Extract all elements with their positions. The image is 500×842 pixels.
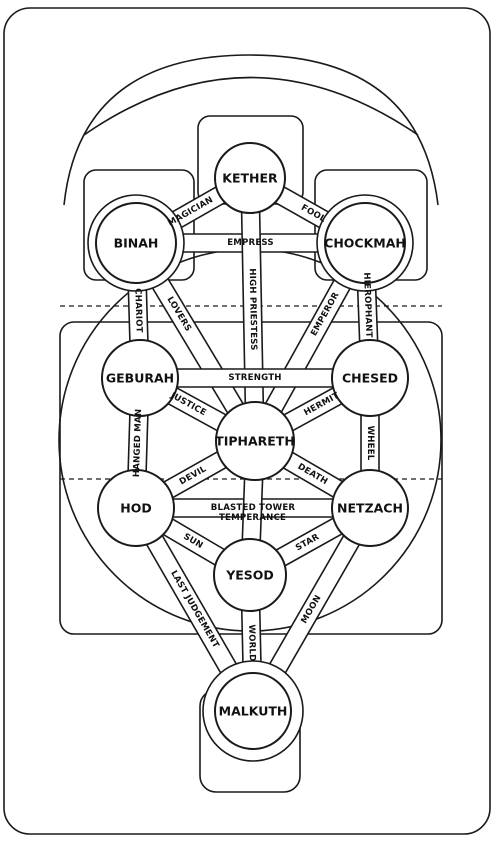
sephira-label-hod: HOD	[120, 501, 151, 516]
sephira-circle-chockmah	[324, 202, 406, 284]
sephira-circle-binah	[95, 202, 177, 284]
outer-arc	[83, 76, 419, 136]
sephira-malkuth: MALKUTH	[202, 660, 304, 762]
sephira-circle-geburah	[101, 339, 179, 417]
inner-arc	[63, 54, 439, 206]
sephira-label-kether: KETHER	[222, 171, 278, 186]
path-label-hanged-man: HANGED MAN	[132, 409, 144, 478]
path-label-strength: STRENGTH	[228, 373, 281, 383]
path-label-world: WORLD	[246, 624, 257, 661]
sephira-circle-tiphareth	[215, 401, 295, 481]
path-label-wheel: WHEEL	[365, 426, 375, 461]
sephira-circle-kether	[214, 142, 286, 214]
sephira-geburah: GEBURAH	[101, 339, 179, 417]
path-label-hierophant: HIEROPHANT	[361, 272, 373, 338]
sephira-label-yesod: YESOD	[225, 568, 274, 583]
sephira-circle-malkuth	[214, 672, 292, 750]
sephira-label-malkuth: MALKUTH	[219, 704, 288, 719]
sephira-label-tiphareth: TIPHARETH	[215, 434, 295, 449]
sephira-netzach: NETZACH	[331, 469, 409, 547]
sephira-label-binah: BINAH	[114, 236, 159, 251]
sephira-yesod: YESOD	[213, 538, 287, 612]
sephira-kether: KETHER	[214, 142, 286, 214]
sephira-circle-netzach	[331, 469, 409, 547]
path-label-empress: EMPRESS	[227, 238, 274, 248]
sephira-label-chesed: CHESED	[342, 371, 398, 386]
sephira-circle-hod	[97, 469, 175, 547]
sephira-circle-yesod	[213, 538, 287, 612]
sephira-chockmah: CHOCKMAH	[316, 194, 414, 292]
sephira-chesed: CHESED	[331, 339, 409, 417]
sephirot-layer: KETHER BINAH CHOCKMAH GEBURAH CHESED TIPHARET…	[87, 142, 414, 762]
sephira-circle-chesed	[331, 339, 409, 417]
path-label-temperance: TEMPERANCE	[219, 513, 286, 523]
sephira-label-geburah: GEBURAH	[106, 371, 174, 386]
sephira-hod: HOD	[97, 469, 175, 547]
sephira-label-netzach: NETZACH	[337, 501, 403, 516]
sephira-label-chockmah: CHOCKMAH	[324, 236, 406, 251]
path-label-chariot: CHARIOT	[132, 288, 143, 333]
path-label-blasted-tower: BLASTED TOWER	[211, 503, 296, 513]
path-label-high-priestess: HIGH PRIESTESS	[247, 268, 259, 351]
sephira-binah: BINAH	[87, 194, 185, 292]
sephira-tiphareth: TIPHARETH	[215, 401, 295, 481]
